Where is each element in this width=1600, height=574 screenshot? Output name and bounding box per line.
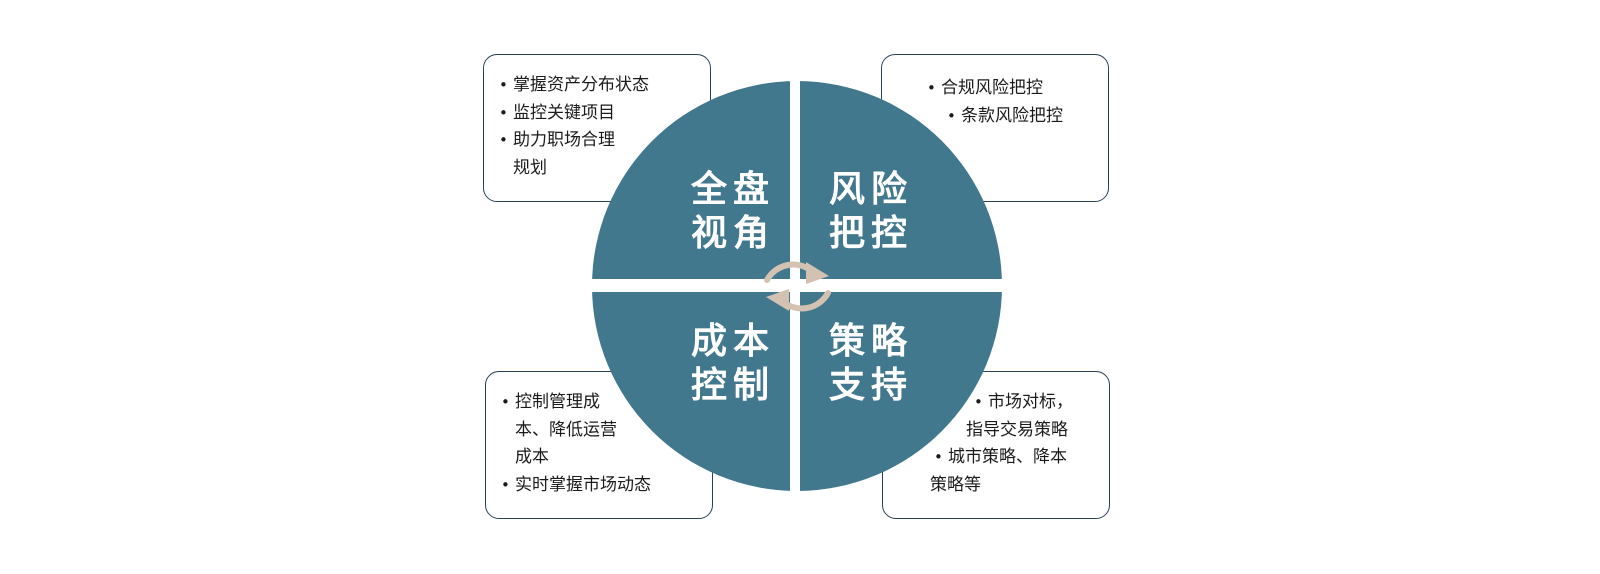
note-item-continuation: 本、降低运营 (515, 419, 617, 440)
note-item-continuation: 成本 (515, 447, 549, 467)
note-item: 条款风险把控 (882, 103, 1108, 131)
note-item: 市场对标， (883, 389, 1109, 417)
cycle-arrow-head (766, 262, 829, 311)
quadrant-label-line: 全盘 (690, 169, 775, 210)
note-item: 控制管理成 (486, 389, 712, 417)
quadrant-label-bottom-right: 策略 支持 (821, 320, 921, 408)
note-item-continuation: 指导交易策略 (966, 419, 1068, 440)
note-item: 掌握资产分布状态 (484, 72, 710, 100)
quadrant-label-line: 风险 (828, 169, 913, 210)
note-item: 城市策略、降本 (883, 444, 1109, 472)
note-item: 实时掌握市场动态 (486, 472, 712, 500)
quadrant-label-line: 把控 (828, 213, 913, 254)
quadrant-label-bottom-left: 成本 控制 (683, 320, 783, 408)
note-item-continuation: 策略等 (930, 474, 981, 495)
quadrant-label-line: 控制 (690, 365, 775, 406)
quadrant-label-top-left: 全盘 视角 (683, 168, 783, 256)
note-item: 合规风险把控 (882, 75, 1108, 103)
note-item: 助力职场合理 (484, 127, 710, 155)
quadrant-label-line: 策略 (828, 321, 913, 362)
note-item-continuation: 规划 (513, 157, 547, 178)
quadrant-label-line: 视角 (690, 213, 775, 254)
quadrant-label-top-right: 风险 把控 (821, 168, 921, 256)
quadrant-label-line: 成本 (690, 321, 775, 362)
note-item: 监控关键项目 (484, 100, 710, 128)
quadrant-label-line: 支持 (828, 365, 913, 406)
